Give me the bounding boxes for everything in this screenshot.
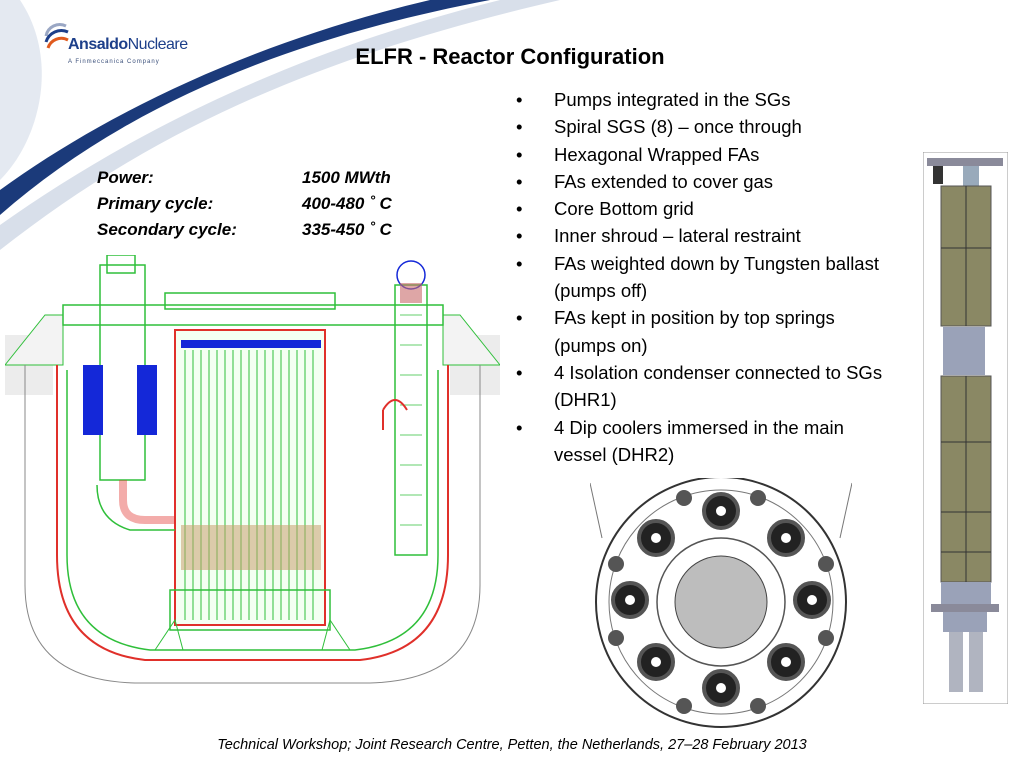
spec-label: Secondary cycle: xyxy=(97,220,237,239)
list-item-text: Pumps integrated in the SGs xyxy=(554,89,791,110)
bullet-marker: • xyxy=(516,143,523,165)
feature-list: • Pumps integrated in the SGs • Spiral SGS… xyxy=(510,86,900,468)
list-item-text: 4 Dip coolers immersed in the main vesse… xyxy=(554,416,844,465)
bullet-marker: • xyxy=(516,170,523,192)
list-item: • Spiral SGS (8) – once through xyxy=(510,113,900,140)
bullet-marker: • xyxy=(516,307,523,329)
list-item: • Hexagonal Wrapped FAs xyxy=(510,141,900,168)
spec-value: 400-480 ˚ C xyxy=(302,194,392,213)
logo-name-light: Nucleare xyxy=(127,36,189,53)
footer-text: Technical Workshop; Joint Research Centr… xyxy=(217,737,807,753)
list-item-text: Core Bottom grid xyxy=(554,198,694,220)
list-item: • 4 Dip coolers immersed in the main vess… xyxy=(510,414,900,469)
list-item: • FAs kept in position by top springs (pu… xyxy=(510,304,900,359)
list-item: • 4 Isolation condenser connected to SGs … xyxy=(510,359,900,414)
list-item: • FAs extended to cover gas xyxy=(510,168,900,195)
page-title: ELFR - Reactor Configuration xyxy=(355,44,665,69)
bullet-marker: • xyxy=(516,116,523,138)
spec-value: 1500 MWth xyxy=(302,168,391,187)
list-item-text: FAs weighted down by Tungsten ballast (p… xyxy=(554,252,879,302)
list-item: • Core Bottom grid xyxy=(510,195,900,222)
bullet-marker: • xyxy=(516,89,523,110)
list-item-text: Spiral SGS (8) – once through xyxy=(554,116,802,138)
bullet-marker: • xyxy=(516,225,523,247)
reactor-section-drawing xyxy=(5,255,500,684)
list-item-text: Hexagonal Wrapped FAs xyxy=(554,143,760,165)
list-item-text: FAs kept in position by top springs (pum… xyxy=(554,307,835,356)
logo-name-bold: Ansaldo xyxy=(68,36,128,53)
list-item-text: FAs extended to cover gas xyxy=(554,170,774,192)
fuel-assembly-drawing xyxy=(923,152,1008,704)
logo-name: AnsaldoNucleare xyxy=(68,36,188,54)
bullet-marker: • xyxy=(516,252,523,274)
logo-tagline: A Finmeccanica Company xyxy=(68,59,160,65)
ansaldo-logo-mark-icon xyxy=(44,23,69,49)
spec-value: 335-450 ˚ C xyxy=(302,220,392,239)
list-item: • Pumps integrated in the SGs xyxy=(510,86,900,113)
bullet-marker: • xyxy=(516,198,523,220)
bullet-marker: • xyxy=(516,361,523,383)
spec-label: Power: xyxy=(97,168,154,187)
core-plan-view-drawing xyxy=(590,478,852,728)
list-item-text: 4 Isolation condenser connected to SGs (… xyxy=(554,361,883,411)
ansaldo-nucleare-logo: AnsaldoNucleare A Finmeccanica Company xyxy=(42,14,192,74)
list-item: • FAs weighted down by Tungsten ballast (… xyxy=(510,250,900,305)
list-item-text: Inner shroud – lateral restraint xyxy=(554,225,801,247)
list-item: • Inner shroud – lateral restraint xyxy=(510,222,900,249)
bullet-marker: • xyxy=(516,416,523,438)
spec-label: Primary cycle: xyxy=(97,194,214,213)
